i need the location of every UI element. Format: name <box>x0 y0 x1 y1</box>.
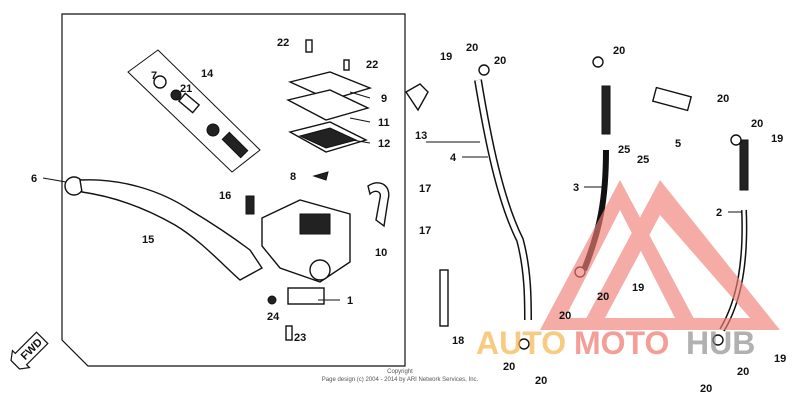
svg-text:MOTO: MOTO <box>574 325 669 361</box>
forward-direction-indicator: FWD <box>10 331 49 370</box>
part-label[interactable]: 15 <box>142 234 154 246</box>
part-label[interactable]: 6 <box>31 173 37 185</box>
part-label[interactable]: 22 <box>366 59 378 71</box>
part-label[interactable]: 20 <box>494 55 506 67</box>
part-label[interactable]: 20 <box>751 118 763 130</box>
part-label[interactable]: 19 <box>774 353 786 365</box>
part-label[interactable]: 17 <box>419 183 431 195</box>
part-label[interactable]: 11 <box>378 117 390 129</box>
part-label[interactable]: 21 <box>180 83 192 95</box>
part-label[interactable]: 25 <box>637 154 649 166</box>
part-label[interactable]: 14 <box>201 68 214 80</box>
part-label[interactable]: 20 <box>717 93 729 105</box>
part-label[interactable]: 18 <box>452 335 464 347</box>
part-label[interactable]: 20 <box>613 45 625 57</box>
part-labels: 22 22 7 21 14 9 11 12 6 8 16 15 10 1 24 … <box>31 37 786 395</box>
part-label[interactable]: 19 <box>771 133 783 145</box>
master-cylinder-kit <box>127 49 261 173</box>
part-label[interactable]: 10 <box>375 247 387 259</box>
part-label[interactable]: 20 <box>559 310 571 322</box>
part-label[interactable]: 20 <box>700 383 712 395</box>
master-cylinder-body <box>245 171 390 341</box>
svg-text:AUTO: AUTO <box>476 325 566 361</box>
part-label[interactable]: 20 <box>597 291 609 303</box>
leader-lines <box>42 91 742 301</box>
part-label[interactable]: 20 <box>535 375 547 387</box>
part-label[interactable]: 8 <box>290 171 296 183</box>
part-label[interactable]: 3 <box>573 182 579 194</box>
part-label[interactable]: 20 <box>737 366 749 378</box>
part-label[interactable]: 1 <box>347 295 353 307</box>
watermark-logo: AUTO MOTO HUB <box>476 180 780 361</box>
part-label[interactable]: 25 <box>618 144 630 156</box>
assembly-frame <box>61 13 406 367</box>
part-label[interactable]: 19 <box>632 282 644 294</box>
part-label[interactable]: 17 <box>419 225 431 237</box>
part-label[interactable]: 20 <box>503 361 515 373</box>
part-label[interactable]: 4 <box>450 152 457 164</box>
copyright-title: Copyright <box>387 369 413 375</box>
part-label[interactable]: 19 <box>440 51 452 63</box>
part-label[interactable]: 7 <box>151 70 157 82</box>
copyright-notice: Copyright Page design (c) 2004 - 2014 by… <box>0 368 800 384</box>
copyright-text: Page design (c) 2004 - 2014 by ARI Netwo… <box>321 377 479 383</box>
part-label[interactable]: 2 <box>716 207 722 219</box>
part-label[interactable]: 23 <box>294 332 306 344</box>
part-label[interactable]: 5 <box>675 138 681 150</box>
part-label[interactable]: 16 <box>219 190 231 202</box>
part-label[interactable]: 9 <box>381 93 387 105</box>
part-label[interactable]: 22 <box>277 37 289 49</box>
svg-text:HUB: HUB <box>686 325 755 361</box>
brake-lever <box>64 176 264 281</box>
reservoir-cap <box>286 39 373 153</box>
brake-hoses <box>405 56 749 350</box>
part-label[interactable]: 13 <box>415 130 427 142</box>
part-label[interactable]: 24 <box>267 311 280 323</box>
part-label[interactable]: 12 <box>378 138 390 150</box>
part-label[interactable]: 20 <box>466 42 478 54</box>
